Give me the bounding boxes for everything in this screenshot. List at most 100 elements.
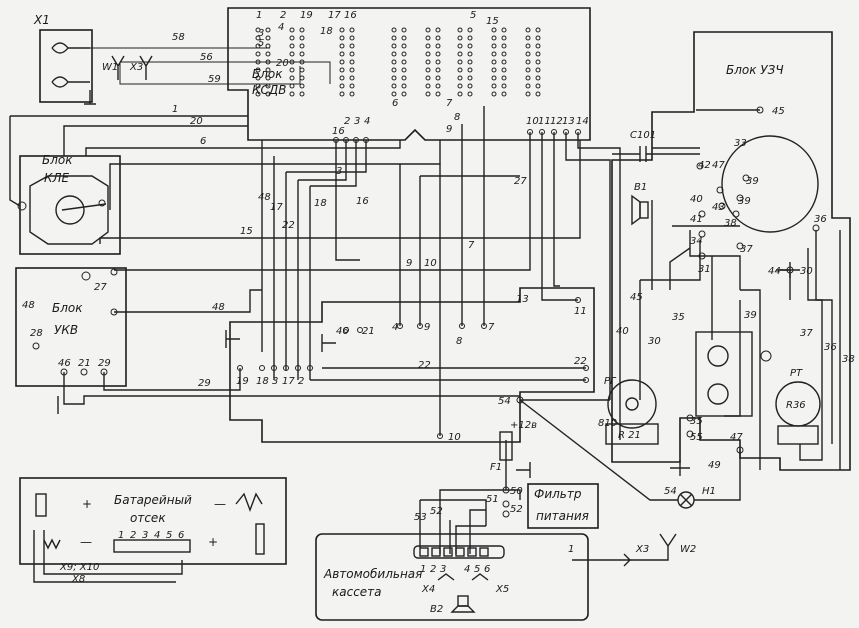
ksdv-mid-pin-4: 4 (364, 116, 370, 127)
ksdv-terminal-dot (467, 75, 473, 81)
wire-45: 45 (630, 292, 643, 303)
uzch-block-label: Блок УЗЧ (726, 63, 784, 77)
uzch-pin-47: 47 (712, 160, 725, 171)
ksdv-terminal-dot (467, 67, 473, 73)
ksdv-pin-2: 2 (280, 10, 286, 21)
wire-36: 36 (824, 342, 837, 353)
wire-40: 40 (616, 326, 629, 337)
ksdv-terminal-dot (425, 35, 431, 41)
kle-block-label-2: КЛЕ (44, 171, 70, 185)
ksdv-terminal-dot (391, 51, 397, 57)
ksdv-terminal-dot (299, 67, 305, 73)
wire-7: 7 (468, 240, 475, 251)
plus12-label: +12в (510, 420, 537, 431)
ukv-pin-28: 28 (30, 328, 43, 339)
ksdv-pin-1: 1 (256, 10, 262, 21)
ksdv-terminal-dot (535, 27, 541, 33)
ksdv-terminal-dot (299, 43, 305, 49)
antenna-w1-icon (111, 55, 153, 80)
junction-pin-3: 3 (272, 376, 278, 387)
ksdv-terminal-dot (491, 91, 497, 97)
ksdv-terminal-dot (435, 75, 441, 81)
ukv-terminals (32, 268, 118, 376)
ksdv-pin-5: 5 (470, 10, 476, 21)
ksdv-terminal-dot (467, 59, 473, 65)
cassette-pin-3: 3 (440, 564, 446, 575)
ksdv-terminal-dot (491, 43, 497, 49)
ksdv-terminal-dot (265, 35, 271, 41)
ksdv-pin-9: 9 (446, 124, 452, 135)
ksdv-terminal-dot (401, 35, 407, 41)
ksdv-terminal-dot (339, 51, 345, 57)
junction-terminals (237, 297, 589, 439)
cassette-pin-2: 2 (430, 564, 436, 575)
ksdv-terminal-dot (457, 51, 463, 57)
battery-minus-right: — (214, 497, 226, 511)
ksdv-terminal-dot (401, 67, 407, 73)
b2-label: B2 (430, 604, 443, 615)
ksdv-terminal-dot (525, 43, 531, 49)
battery-pin-5: 5 (166, 530, 172, 541)
ksdv-mid-pin-16: 16 (332, 126, 345, 137)
wire-1: 1 (172, 104, 178, 115)
ksdv-terminal-dot (339, 91, 345, 97)
ground-symbols (57, 90, 800, 478)
ksdv-terminal-dot (491, 51, 497, 57)
battery-pin-6: 6 (178, 530, 184, 541)
uzch-pin-43: 43 (712, 202, 725, 213)
ksdv-terminal-dot (435, 51, 441, 57)
ksdv-right-pin-10: 10 (526, 116, 539, 127)
uzch-pin-39b: 39 (738, 196, 751, 207)
ksdv-pin-17: 17 (328, 10, 341, 21)
junction-pin-21: 21 (362, 326, 375, 337)
ksdv-pin-4: 4 (278, 22, 284, 33)
uzch-pin-44: 44 (768, 266, 781, 277)
filter-label-1: Фильтр (534, 487, 582, 501)
junction-pin-9: 9 (424, 322, 430, 333)
wire-22: 22 (282, 220, 295, 231)
ksdv-terminal-dot (339, 83, 345, 89)
ksdv-terminal-dot (435, 59, 441, 65)
ksdv-pin-8: 8 (454, 112, 460, 123)
junction-pin-4: 4 (392, 322, 398, 333)
wire-39: 39 (744, 310, 757, 321)
ksdv-terminal-dot (467, 91, 473, 97)
uzch-pin-35: 35 (690, 416, 703, 427)
filter-pin-52: 52 (510, 504, 523, 515)
ksdv-terminal-dot (457, 83, 463, 89)
ksdv-terminal-dot (501, 59, 507, 65)
wire-3: 3 (336, 166, 342, 177)
ksdv-terminal-dot (289, 35, 295, 41)
ksdv-terminal-dot (339, 43, 345, 49)
ukv-pin-21: 21 (78, 358, 91, 369)
ksdv-terminal-dot (467, 51, 473, 57)
ksdv-terminal-dot (457, 75, 463, 81)
uzch-pin-40: 40 (690, 194, 703, 205)
ksdv-terminal-dot (391, 27, 397, 33)
ksdv-terminal-dot (401, 83, 407, 89)
ksdv-terminal-dot (255, 67, 261, 73)
kle-block-label-1: Блок (42, 153, 73, 167)
ksdv-terminal-dot (349, 67, 355, 73)
w1-label: W1 (102, 62, 118, 73)
ukv-pin-48: 48 (22, 300, 35, 311)
ksdv-block-outline (227, 7, 591, 141)
ksdv-terminal-dot (401, 27, 407, 33)
ksdv-terminal-dot (535, 43, 541, 49)
wire-16: 16 (356, 196, 369, 207)
ksdv-terminal-dot (501, 51, 507, 57)
ksdv-terminal-dot (501, 75, 507, 81)
battery-spring-icon (235, 492, 265, 555)
ksdv-right-pin-13: 13 (562, 116, 575, 127)
ksdv-terminal-dot (265, 43, 271, 49)
ksdv-terminal-dot (391, 75, 397, 81)
ksdv-terminal-dot (339, 67, 345, 73)
filter-label-2: питания (536, 509, 589, 523)
ksdv-terminal-dot (265, 27, 271, 33)
ksdv-pin-19: 19 (300, 10, 313, 21)
ksdv-terminal-dot (401, 59, 407, 65)
ksdv-terminal-dot (467, 27, 473, 33)
ksdv-terminal-dot (491, 27, 497, 33)
cassette-pin-1: 1 (420, 564, 426, 575)
ukv-pin-27: 27 (94, 282, 107, 293)
